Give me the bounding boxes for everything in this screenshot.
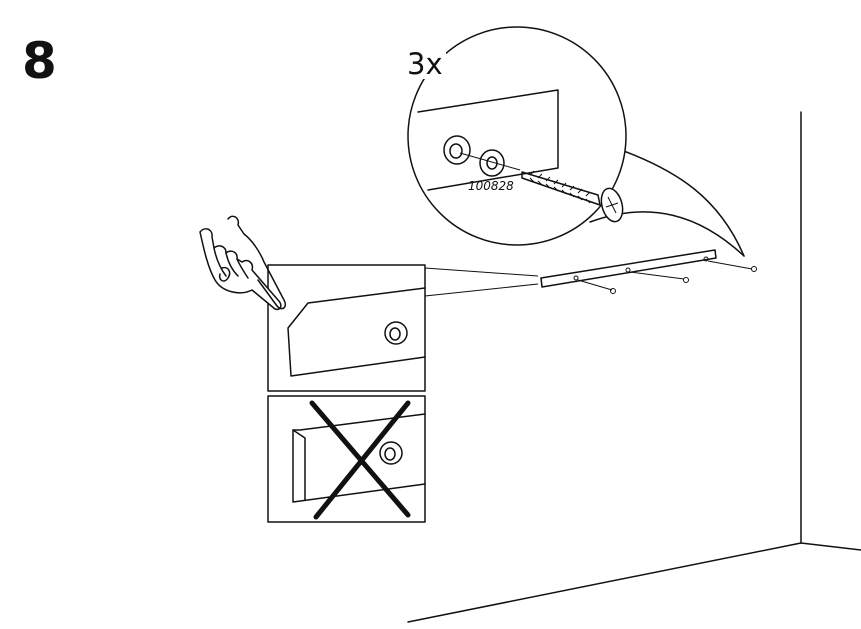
rail-screw-2	[625, 267, 689, 283]
wrong-orientation-panel	[267, 395, 426, 523]
room-corner	[407, 111, 861, 623]
rail-screw-3	[703, 256, 757, 272]
hand-pointing-icon	[199, 215, 287, 311]
zoom-lines	[424, 267, 539, 297]
wall-rail	[540, 249, 757, 294]
rail-screw-1	[573, 275, 616, 294]
screw-icon	[521, 170, 624, 223]
step-number: 8	[22, 32, 57, 90]
panel-hole	[443, 135, 471, 165]
quantity-label: 3x	[404, 50, 446, 79]
cross-x-icon	[309, 400, 411, 520]
correct-orientation-panel	[267, 264, 426, 392]
detail-magnifier	[407, 26, 627, 246]
part-number-label: 100828	[468, 179, 514, 193]
